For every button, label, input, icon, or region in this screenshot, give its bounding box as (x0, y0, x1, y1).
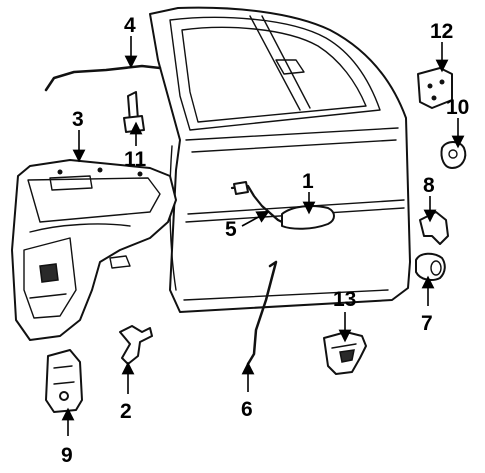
callout-5: 5 (225, 218, 237, 241)
lock-cylinder-rod-part (246, 260, 278, 366)
callout-1: 1 (302, 170, 314, 193)
callout-11: 11 (124, 148, 147, 171)
bumper-part (415, 252, 446, 281)
callout-8: 8 (423, 174, 435, 197)
callout-leaders (61, 36, 465, 436)
callout-13: 13 (333, 288, 356, 311)
lock-knob-part (123, 91, 145, 133)
lock-rod-part (44, 64, 162, 92)
callout-9: 9 (61, 444, 73, 467)
callout-2: 2 (120, 400, 132, 423)
door-latch-part (45, 349, 83, 413)
lock-actuator-part (323, 331, 367, 375)
callout-7: 7 (421, 312, 433, 335)
clip-part (419, 211, 449, 245)
callout-4: 4 (124, 14, 136, 37)
door-shell (149, 6, 411, 313)
callout-12: 12 (430, 20, 453, 43)
weatherstrip-block-part (417, 67, 453, 109)
callout-6: 6 (241, 398, 253, 421)
bracket-part (119, 325, 153, 365)
door-trim-panel (11, 159, 177, 341)
grommet-part (440, 141, 467, 169)
callout-3: 3 (72, 108, 84, 131)
callout-labels: 1 2 3 4 5 6 7 8 9 10 11 12 13 (61, 14, 469, 467)
callout-10: 10 (446, 96, 469, 119)
